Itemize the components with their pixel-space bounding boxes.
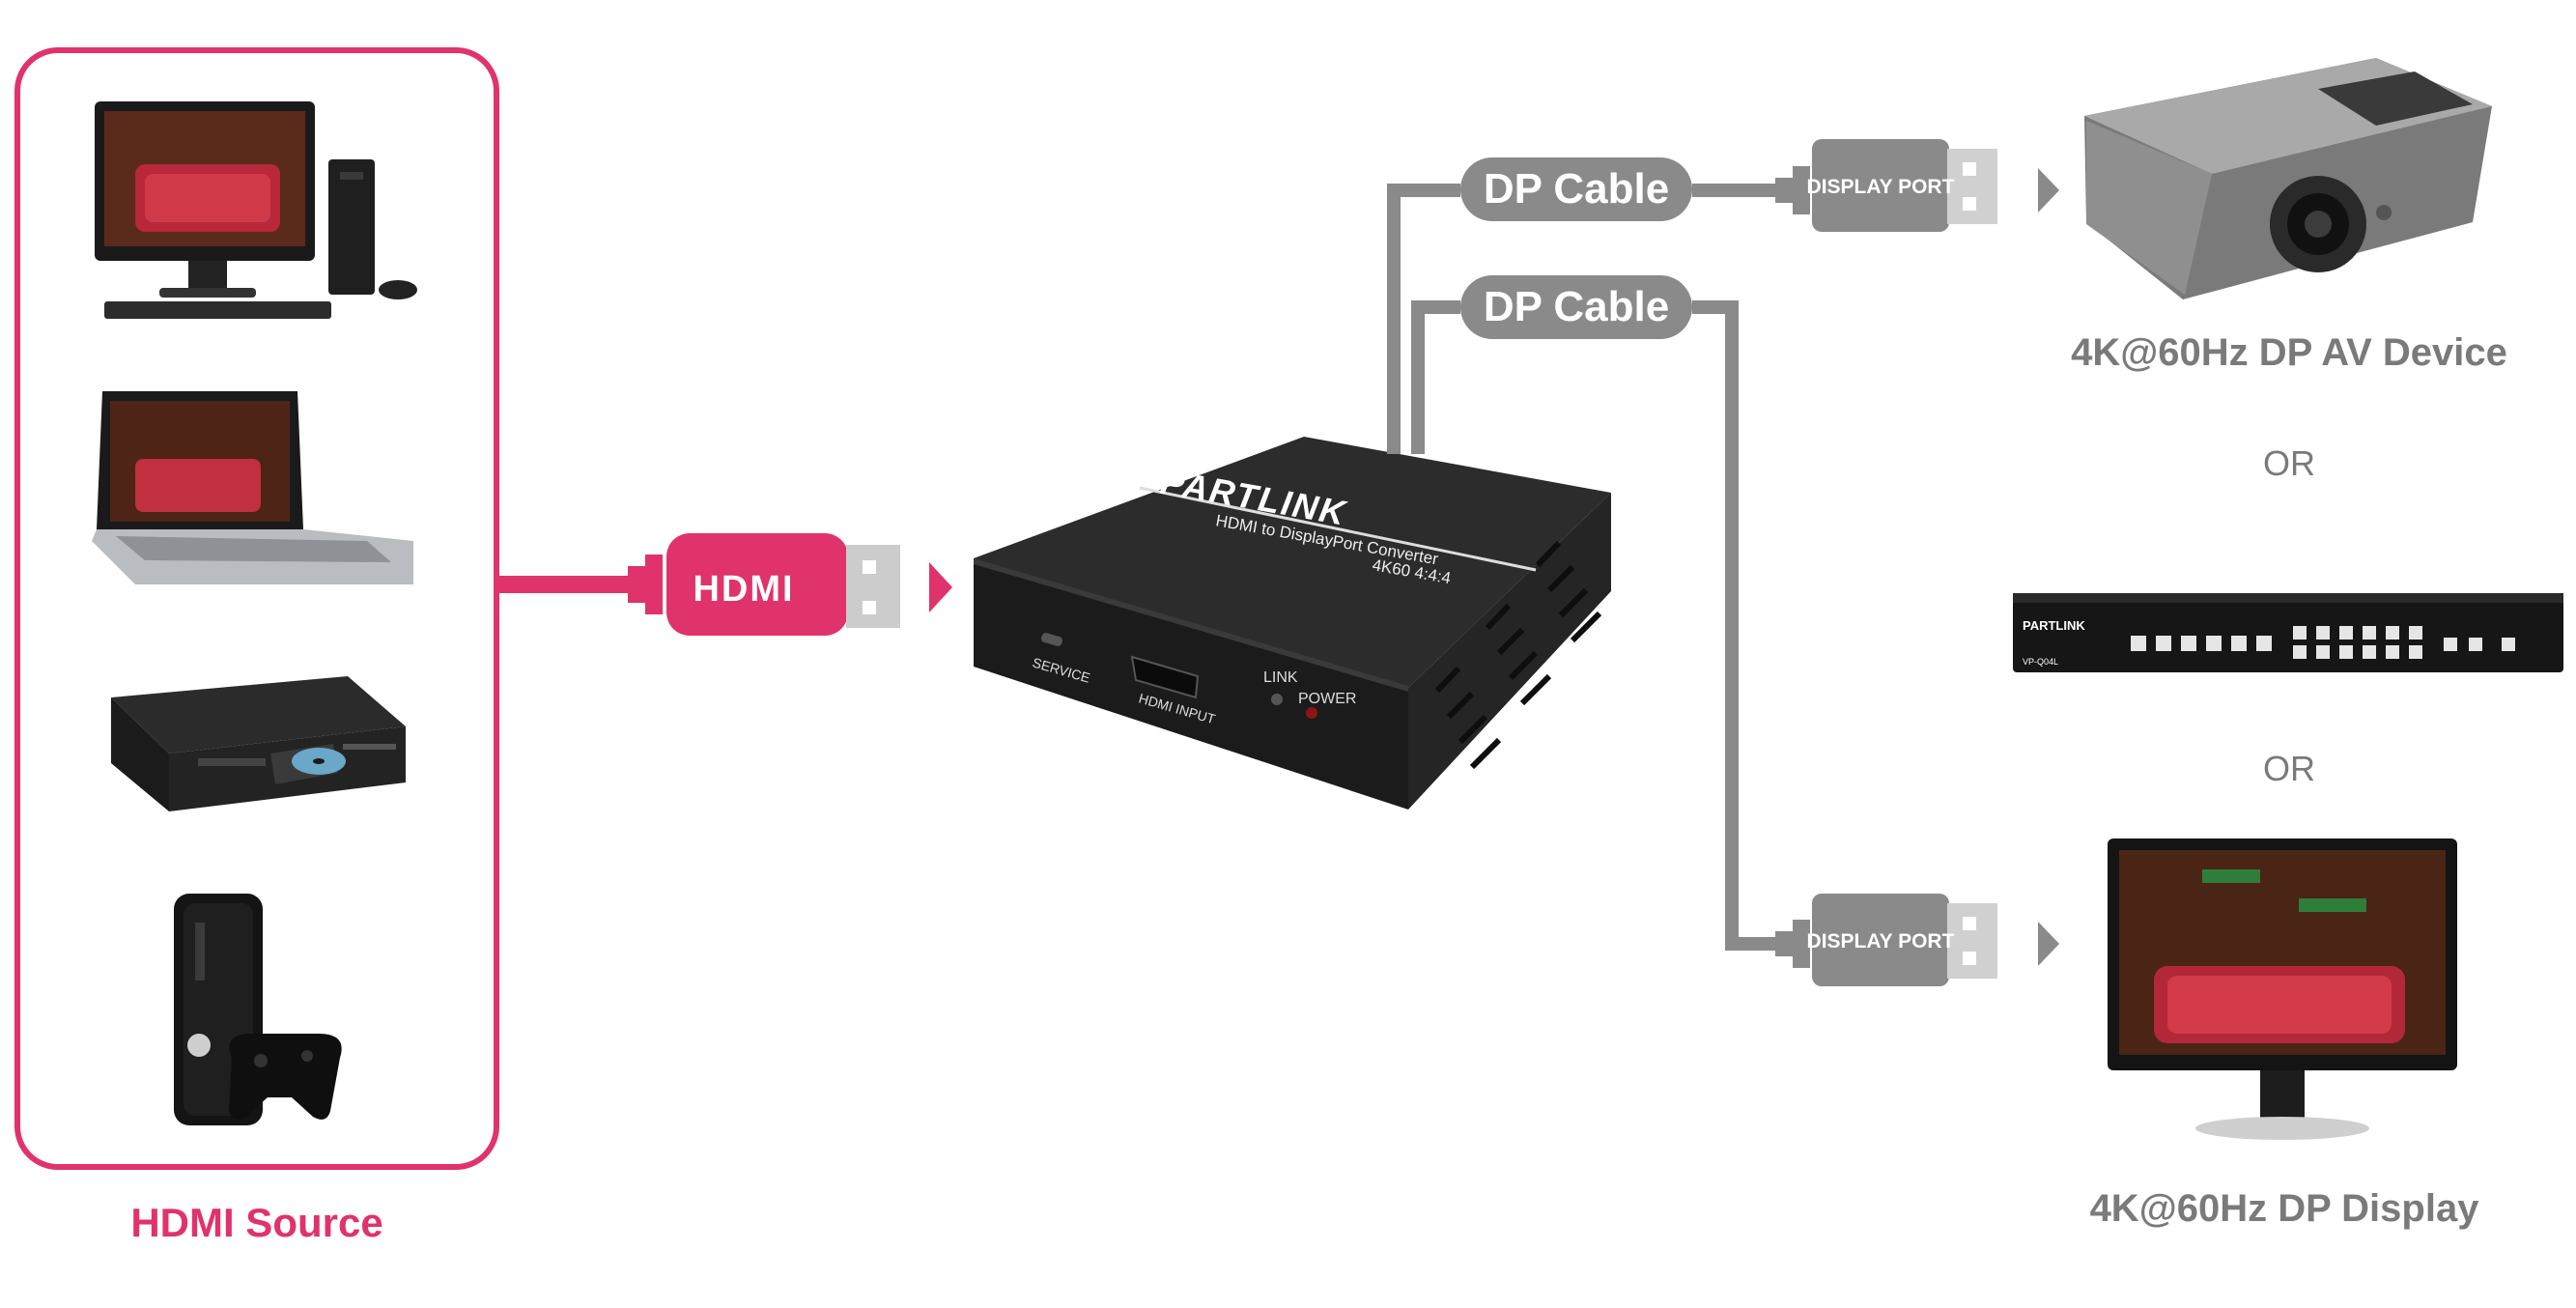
- hdmi-source-panel: [14, 47, 499, 1170]
- dvd-player-icon: [111, 676, 406, 811]
- dp-connector-top: DISPLAY PORT: [1775, 139, 1997, 232]
- projector-icon: [2084, 58, 2492, 299]
- svg-text:DP Cable: DP Cable: [1484, 283, 1669, 330]
- rack-model: VP-Q04L: [2023, 657, 2058, 667]
- side-vents: [1434, 540, 1602, 770]
- dp-cable-top-label: DP Cable: [1460, 157, 1692, 221]
- link-led: [1271, 694, 1283, 705]
- svg-text:DP Cable: DP Cable: [1484, 165, 1669, 213]
- rack-brand: PARTLINK: [2023, 618, 2085, 633]
- monitor-icon: [2108, 839, 2457, 1140]
- dp-arrow-top-icon: [2038, 168, 2059, 213]
- video-processor-icon: PARTLINK VP-Q04L: [2013, 593, 2563, 672]
- dp-cable-top: [1387, 184, 1777, 454]
- hdmi-arrow-icon: [929, 562, 952, 612]
- or-separator-1: OR: [2263, 443, 2315, 483]
- dp-cable-bottom-label: DP Cable: [1460, 275, 1692, 339]
- hdmi-connector-label: HDMI: [693, 569, 794, 610]
- link-led-label: LINK: [1263, 669, 1298, 686]
- or-separator-2: OR: [2263, 749, 2315, 788]
- av-device-label: 4K@60Hz DP AV Device: [2071, 331, 2507, 374]
- power-led: [1306, 707, 1317, 719]
- hdmi-source-label: HDMI Source: [130, 1200, 382, 1245]
- laptop-icon: [92, 391, 413, 584]
- desktop-pc-icon: [95, 101, 417, 319]
- display-label: 4K@60Hz DP Display: [2090, 1187, 2480, 1230]
- hdmi-connector: HDMI: [666, 533, 900, 636]
- dp-connector-bottom-label: DISPLAY PORT: [1807, 930, 1955, 953]
- game-console-icon: [174, 894, 342, 1125]
- hdmi-cable: [496, 554, 663, 614]
- dp-arrow-bottom-icon: [2038, 922, 2059, 966]
- hdmi-input-port: [1130, 655, 1200, 699]
- service-port: [1040, 633, 1063, 646]
- dp-connector-top-label: DISPLAY PORT: [1807, 176, 1955, 198]
- converter-box: PARTLINK HDMI to DisplayPort Converter 4…: [974, 437, 1611, 810]
- power-led-label: POWER: [1298, 691, 1356, 707]
- dp-connector-bottom: DISPLAY PORT: [1775, 894, 1997, 986]
- dp-cable-bottom: [1411, 300, 1777, 951]
